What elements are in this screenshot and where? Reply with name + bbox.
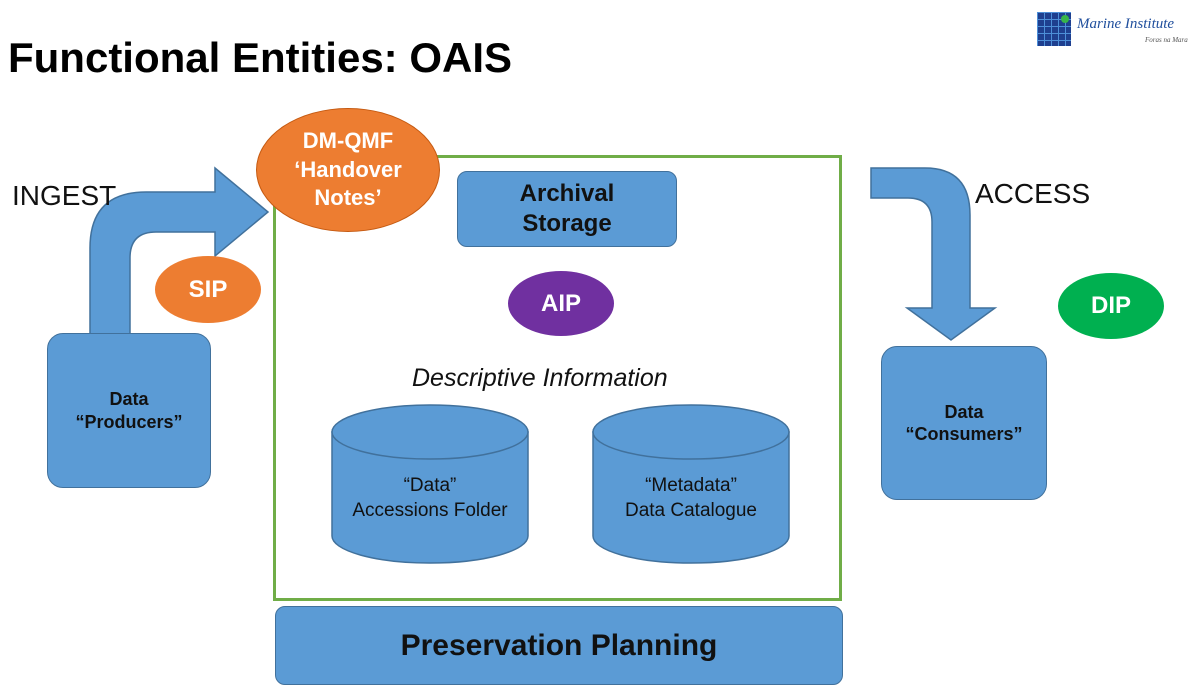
archive-frame [273, 155, 842, 601]
archival-storage-box: Archival Storage [457, 171, 677, 247]
dm-qmf-ellipse: DM-QMF ‘Handover Notes’ [256, 108, 440, 232]
preservation-planning-box: Preservation Planning [275, 606, 843, 685]
data-accessions-cylinder: “Data” Accessions Folder [331, 404, 529, 564]
dmqmf-line3: Notes’ [314, 185, 382, 211]
logo-name: Marine Institute [1077, 16, 1175, 32]
sip-ellipse: SIP [155, 256, 261, 323]
marine-institute-logo: Marine Institute Foras na Mara [1037, 12, 1193, 48]
logo-dot-icon [1061, 15, 1069, 23]
archival-line2: Storage [522, 210, 612, 237]
data-folder-line2: Accessions Folder [352, 500, 508, 521]
aip-label: AIP [540, 289, 581, 317]
producers-line2: “Producers” [75, 411, 183, 432]
metadata-line2: Data Catalogue [624, 500, 758, 521]
ingest-arrow [89, 166, 270, 336]
aip-ellipse: AIP [508, 271, 614, 336]
dip-label: DIP [1090, 292, 1131, 319]
metadata-catalogue-cylinder: “Metadata” Data Catalogue [592, 404, 790, 564]
cylinder-shape [592, 404, 790, 564]
access-arrow [870, 167, 998, 341]
ingest-label: INGEST [12, 180, 117, 211]
archival-line1: Archival [519, 180, 615, 207]
consumers-line1: Data [944, 401, 984, 422]
preservation-label: Preservation Planning [400, 628, 718, 662]
cylinder-shape [331, 404, 529, 564]
metadata-line1: “Metadata” [645, 475, 737, 497]
access-label: ACCESS [975, 178, 1091, 209]
page-title: Functional Entities: OAIS [8, 34, 513, 81]
dmqmf-line2: ‘Handover [294, 156, 402, 182]
sip-label: SIP [188, 275, 228, 303]
dmqmf-line1: DM-QMF [302, 128, 394, 154]
data-consumers-box: Data “Consumers” [881, 346, 1047, 500]
producers-line1: Data [109, 389, 149, 409]
logo-tagline: Foras na Mara [1145, 36, 1188, 44]
consumers-line2: “Consumers” [905, 424, 1023, 444]
data-folder-line1: “Data” [403, 475, 457, 497]
dip-ellipse: DIP [1058, 273, 1164, 339]
descriptive-information-label: Descriptive Information [412, 364, 668, 392]
data-producers-box: Data “Producers” [47, 333, 211, 488]
